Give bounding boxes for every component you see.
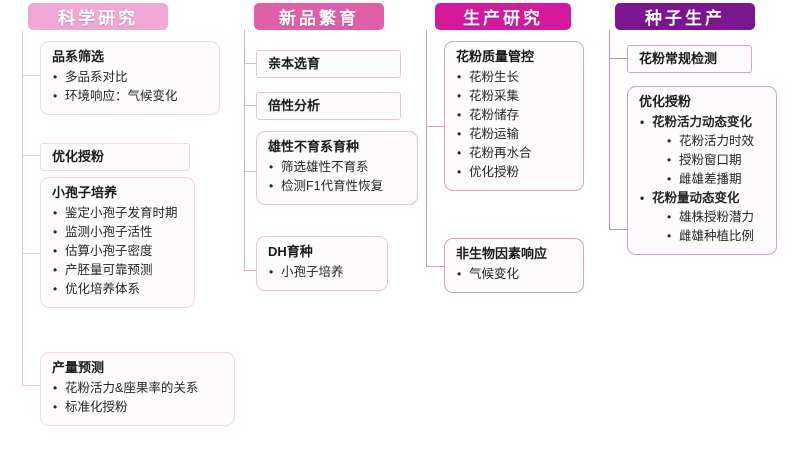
- connector-branch: [426, 126, 444, 127]
- connector-branch: [244, 105, 256, 106]
- node-bullet-list: 花粉生长 花粉采集 花粉储存 花粉运输 花粉再水合 优化授粉: [456, 68, 574, 182]
- list-item: 检测F1代育性恢复: [268, 177, 408, 196]
- list-item: 花粉储存: [456, 106, 574, 125]
- list-item: 鉴定小孢子发育时期: [52, 204, 185, 223]
- node-title: 优化授粉: [52, 149, 105, 164]
- connector-spine-new-variety-breeding: [244, 30, 245, 270]
- connector-branch: [609, 229, 627, 230]
- node-bullet-list: 花粉活力动态变化 花粉活力时效 授粉窗口期 雌雄差播期 花粉量动态变化 雄株授粉…: [639, 113, 767, 246]
- list-item: 小孢子培养: [268, 263, 378, 282]
- column-header-seed-production[interactable]: 种子生产: [615, 3, 755, 30]
- node-bullet-list: 鉴定小孢子发育时期 监测小孢子活性 估算小孢子密度 产胚量可靠预测 优化培养体系: [52, 204, 185, 299]
- list-item: 气候变化: [456, 265, 574, 284]
- node-title: 产量预测: [52, 360, 105, 375]
- connector-branch: [244, 270, 256, 271]
- list-item-label: 花粉量动态变化: [652, 191, 740, 206]
- list-item: 花粉再水合: [456, 144, 574, 163]
- list-item: 优化授粉: [456, 163, 574, 182]
- list-item: 花粉活力时效: [666, 132, 767, 151]
- list-item: 授粉窗口期: [666, 151, 767, 170]
- node-bullet-list: 筛选雄性不育系 检测F1代育性恢复: [268, 158, 408, 196]
- node-title: DH育种: [268, 244, 313, 259]
- node-title: 小孢子培养: [52, 185, 118, 200]
- node-bullet-list: 小孢子培养: [268, 263, 378, 282]
- connector-branch: [22, 155, 40, 156]
- list-item: 雌雄差播期: [666, 170, 767, 189]
- node-title: 花粉常规检测: [639, 51, 718, 66]
- connector-branch: [426, 266, 444, 267]
- node-sub-list: 花粉活力时效 授粉窗口期 雌雄差播期: [652, 132, 767, 189]
- node-title: 亲本选育: [268, 56, 321, 71]
- connector-branch: [609, 58, 627, 59]
- node-sub-list: 雄株授粉潜力 雌雄种植比例: [652, 208, 767, 246]
- list-item: 花粉采集: [456, 87, 574, 106]
- node-title: 倍性分析: [268, 98, 321, 113]
- node-microspore-culture[interactable]: 小孢子培养 鉴定小孢子发育时期 监测小孢子活性 估算小孢子密度 产胚量可靠预测 …: [40, 177, 195, 309]
- column-header-production-research[interactable]: 生产研究: [435, 3, 571, 30]
- node-title: 雄性不育系育种: [268, 139, 360, 154]
- list-item: 环境响应：气候变化: [52, 87, 210, 106]
- connector-branch: [244, 171, 256, 172]
- list-item: 花粉活力动态变化 花粉活力时效 授粉窗口期 雌雄差播期: [639, 113, 767, 189]
- connector-spine-production-research: [426, 30, 427, 266]
- list-item: 花粉生长: [456, 68, 574, 87]
- node-bullet-list: 花粉活力&座果率的关系 标准化授粉: [52, 379, 225, 417]
- list-item: 标准化授粉: [52, 398, 225, 417]
- node-pollen-quality-control[interactable]: 花粉质量管控 花粉生长 花粉采集 花粉储存 花粉运输 花粉再水合 优化授粉: [444, 41, 584, 192]
- node-title: 品系筛选: [52, 49, 105, 64]
- column-header-science-research[interactable]: 科学研究: [28, 3, 168, 30]
- node-yield-prediction[interactable]: 产量预测 花粉活力&座果率的关系 标准化授粉: [40, 352, 235, 427]
- column-header-new-variety-breeding[interactable]: 新品繁育: [254, 3, 384, 30]
- list-item: 筛选雄性不育系: [268, 158, 408, 177]
- node-optimize-pollination[interactable]: 优化授粉: [40, 143, 190, 172]
- node-pollen-routine-test[interactable]: 花粉常规检测: [627, 45, 752, 74]
- list-item: 监测小孢子活性: [52, 223, 185, 242]
- connector-branch: [22, 385, 40, 386]
- connector-branch: [244, 63, 256, 64]
- list-item-label: 花粉活力动态变化: [652, 115, 753, 130]
- list-item: 多品系对比: [52, 68, 210, 87]
- list-item: 雄株授粉潜力: [666, 208, 767, 227]
- node-optimize-pollination-seed[interactable]: 优化授粉 花粉活力动态变化 花粉活力时效 授粉窗口期 雌雄差播期 花粉量动态变化…: [627, 86, 777, 256]
- node-line-screening[interactable]: 品系筛选 多品系对比 环境响应：气候变化: [40, 41, 220, 116]
- node-bullet-list: 气候变化: [456, 265, 574, 284]
- node-ploidy-analysis[interactable]: 倍性分析: [256, 92, 401, 121]
- list-item: 产胚量可靠预测: [52, 261, 185, 280]
- connector-spine-science-research: [22, 30, 23, 385]
- list-item: 花粉活力&座果率的关系: [52, 379, 225, 398]
- node-dh-breeding[interactable]: DH育种 小孢子培养: [256, 236, 388, 292]
- connector-spine-seed-production: [609, 30, 610, 230]
- node-bullet-list: 多品系对比 环境响应：气候变化: [52, 68, 210, 106]
- node-male-sterile-line-breeding[interactable]: 雄性不育系育种 筛选雄性不育系 检测F1代育性恢复: [256, 131, 418, 206]
- node-parent-selection[interactable]: 亲本选育: [256, 50, 401, 79]
- node-title: 花粉质量管控: [456, 49, 535, 64]
- list-item: 雌雄种植比例: [666, 227, 767, 246]
- list-item: 优化培养体系: [52, 280, 185, 299]
- node-abiotic-factor-response[interactable]: 非生物因素响应 气候变化: [444, 238, 584, 294]
- list-item: 估算小孢子密度: [52, 242, 185, 261]
- list-item: 花粉量动态变化 雄株授粉潜力 雌雄种植比例: [639, 189, 767, 246]
- connector-branch: [22, 75, 40, 76]
- list-item: 花粉运输: [456, 125, 574, 144]
- node-title: 非生物因素响应: [456, 246, 548, 261]
- node-title: 优化授粉: [639, 94, 692, 109]
- connector-branch: [22, 253, 40, 254]
